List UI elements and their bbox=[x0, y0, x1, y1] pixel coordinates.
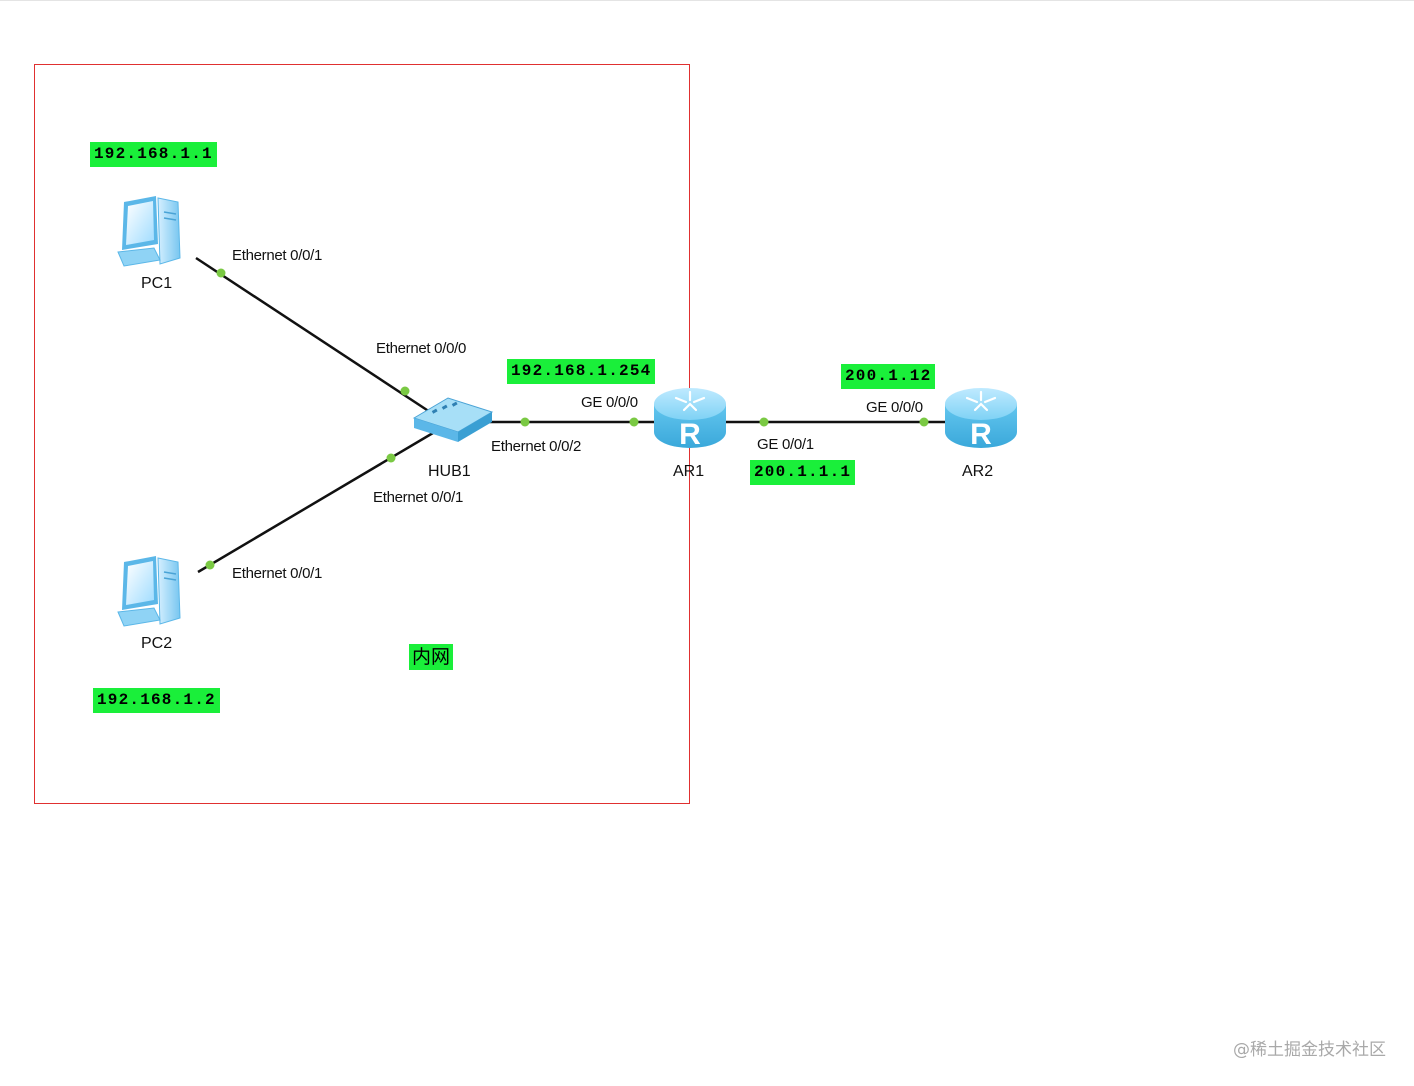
pc2-name: PC2 bbox=[141, 635, 173, 652]
port-label-ar1-ge0: GE 0/0/0 bbox=[581, 394, 638, 411]
port-dot bbox=[919, 417, 929, 427]
zone-label[interactable]: 内网 bbox=[409, 644, 454, 670]
svg-text:R: R bbox=[970, 418, 992, 451]
port-dot bbox=[759, 417, 769, 427]
port-label-hub1-eth1: Ethernet 0/0/1 bbox=[373, 489, 464, 506]
pc1-ip-label[interactable]: 192.168.1.1 bbox=[90, 142, 217, 167]
pc2-ip-label[interactable]: 192.168.1.2 bbox=[93, 688, 220, 713]
link-pc2-hub1[interactable] bbox=[197, 428, 439, 574]
hub-icon[interactable] bbox=[412, 397, 494, 442]
link-pc1-hub1[interactable] bbox=[195, 256, 431, 414]
port-dot bbox=[205, 560, 215, 570]
port-dot bbox=[386, 453, 396, 463]
pc1-name: PC1 bbox=[141, 275, 173, 292]
ar2-name: AR2 bbox=[962, 463, 994, 480]
router-icon[interactable]: R bbox=[945, 388, 1017, 451]
router-icon[interactable]: R bbox=[654, 388, 726, 451]
hub1-name: HUB1 bbox=[428, 463, 471, 480]
port-dot bbox=[400, 386, 410, 396]
port-label-ar1-ge1: GE 0/0/1 bbox=[757, 436, 814, 453]
top-divider bbox=[0, 0, 1414, 1]
port-label-hub1-eth0: Ethernet 0/0/0 bbox=[376, 340, 467, 357]
port-label-pc2-eth: Ethernet 0/0/1 bbox=[232, 565, 323, 582]
port-label-ar2-ge0: GE 0/0/0 bbox=[866, 399, 923, 416]
ar2-ip-label[interactable]: 200.1.12 bbox=[841, 364, 936, 389]
port-label-hub1-eth2: Ethernet 0/0/2 bbox=[491, 438, 582, 455]
svg-text:R: R bbox=[679, 418, 701, 451]
port-label-pc1-eth: Ethernet 0/0/1 bbox=[232, 247, 323, 264]
ar1-name: AR1 bbox=[673, 463, 705, 480]
pc-icon[interactable] bbox=[117, 556, 181, 627]
ar1-wan-ip-label[interactable]: 200.1.1.1 bbox=[750, 460, 856, 485]
port-dot bbox=[216, 268, 226, 278]
port-dot bbox=[629, 417, 639, 427]
ar1-lan-ip-label[interactable]: 192.168.1.254 bbox=[507, 359, 656, 384]
port-dot bbox=[520, 417, 530, 427]
pc-icon[interactable] bbox=[117, 196, 181, 267]
watermark: @稀土掘金技术社区 bbox=[1233, 1040, 1386, 1060]
